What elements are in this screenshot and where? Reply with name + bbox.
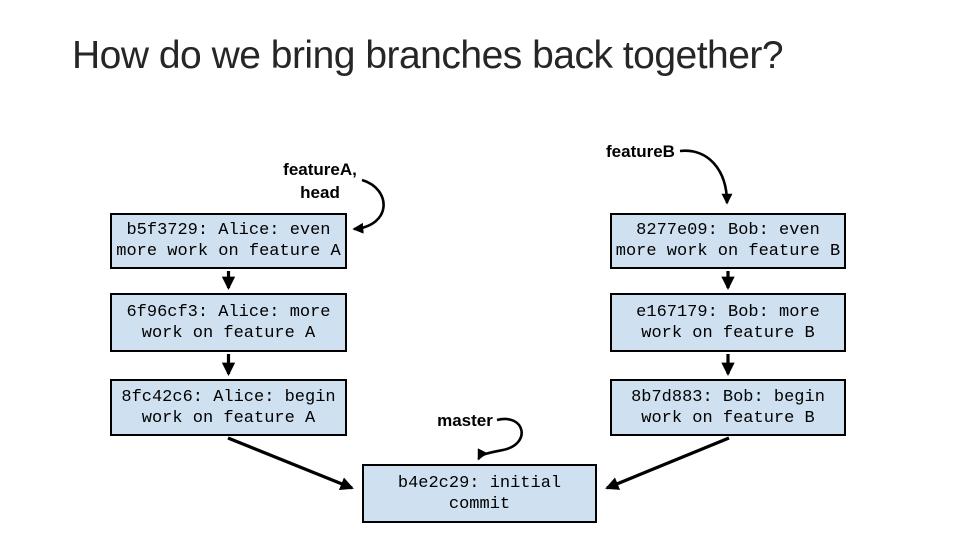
- commit-box-b4e2c29: b4e2c29: initial commit: [362, 464, 597, 523]
- commit-line: commit: [448, 494, 511, 514]
- branch-label-featureB: featureB: [606, 142, 675, 161]
- commit-line: b4e2c29: initial: [397, 473, 562, 493]
- slide-title: How do we bring branches back together?: [72, 34, 784, 77]
- commit-box-b5f3729: b5f3729: Alice: even more work on featur…: [110, 213, 347, 269]
- commit-box-8fc42c6: 8fc42c6: Alice: begin work on feature A: [110, 379, 347, 436]
- commit-line: 8277e09: Bob: even: [636, 221, 820, 240]
- commit-line: b5f3729: Alice: even: [126, 221, 331, 240]
- commit-box-8b7d883: 8b7d883: Bob: begin work on feature B: [610, 379, 846, 436]
- commit-line: work on feature A: [141, 408, 316, 428]
- branch-label-featureA-head: featureA, head: [250, 158, 390, 204]
- commit-line: more work on feature A: [116, 242, 341, 261]
- arrow-commit-a3-to-initial: [227, 436, 354, 490]
- branch-label-master: master: [437, 411, 493, 430]
- commit-line: e167179: Bob: more: [636, 302, 820, 322]
- arrow-commit-b3-to-initial: [605, 436, 730, 490]
- arrow-featureB-pointer: [679, 149, 733, 205]
- branch-label-featureA: featureA,: [283, 160, 357, 179]
- commit-line: work on feature B: [641, 408, 815, 428]
- commit-box-8277e09: 8277e09: Bob: even more work on feature …: [610, 213, 846, 269]
- commit-box-6f96cf3: 6f96cf3: Alice: more work on feature A: [110, 293, 347, 352]
- commit-line: work on feature B: [641, 323, 815, 343]
- commit-line: 6f96cf3: Alice: more: [126, 302, 331, 322]
- commit-line: 8b7d883: Bob: begin: [631, 387, 825, 407]
- commit-line: 8fc42c6: Alice: begin: [121, 387, 336, 407]
- commit-line: work on feature A: [141, 323, 316, 343]
- commit-line: more work on feature B: [615, 242, 841, 261]
- branch-label-head: head: [300, 183, 340, 202]
- commit-box-e167179: e167179: Bob: more work on feature B: [610, 293, 846, 352]
